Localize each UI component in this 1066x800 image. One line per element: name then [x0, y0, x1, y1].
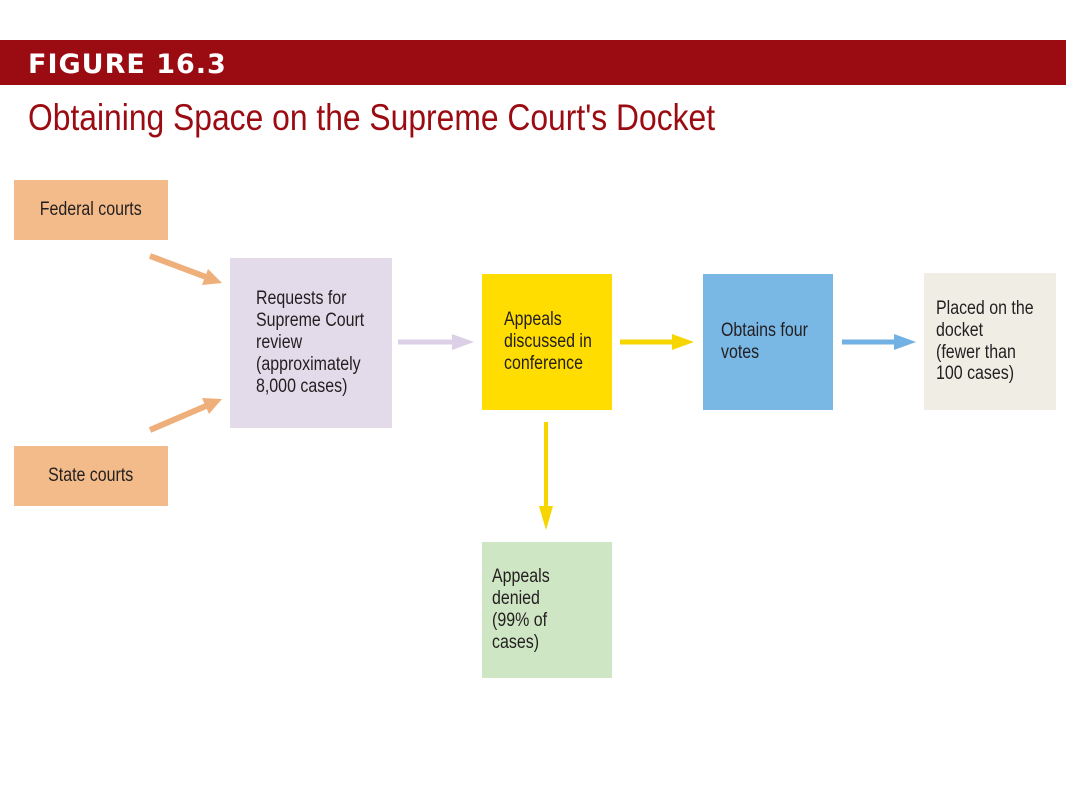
- conference-label: Appeals discussed in conference: [504, 309, 592, 374]
- federal-courts-label: Federal courts: [39, 199, 143, 221]
- arrow-conference-to-votes: [620, 334, 694, 350]
- state-courts-label: State courts: [48, 465, 134, 487]
- state-courts-box: State courts: [14, 446, 168, 506]
- figure-header-band: [0, 40, 1066, 85]
- arrow-votes-to-docket: [842, 334, 916, 350]
- figure-title: Obtaining Space on the Supreme Court's D…: [28, 97, 716, 138]
- requests-label: Requests for Supreme Court review (appro…: [256, 288, 365, 397]
- figure-label: FIGURE 16.3: [28, 49, 227, 80]
- arrow-requests-to-conference: [398, 334, 474, 350]
- arrow-federal-to-requests: [148, 253, 222, 285]
- requests-box: Requests for Supreme Court review (appro…: [230, 258, 392, 428]
- appeals-denied-label: Appeals denied (99% of cases): [492, 566, 550, 653]
- four-votes-label: Obtains four votes: [721, 320, 808, 363]
- conference-box: Appeals discussed in conference: [482, 274, 612, 410]
- federal-courts-box: Federal courts: [14, 180, 168, 240]
- docket-box: Placed on the docket (fewer than 100 cas…: [924, 273, 1056, 410]
- appeals-denied-box: Appeals denied (99% of cases): [482, 542, 612, 678]
- docket-label: Placed on the docket (fewer than 100 cas…: [936, 297, 1034, 385]
- arrow-state-to-requests: [148, 398, 222, 433]
- four-votes-box: Obtains four votes: [703, 274, 833, 410]
- arrow-conference-to-denied: [539, 422, 553, 530]
